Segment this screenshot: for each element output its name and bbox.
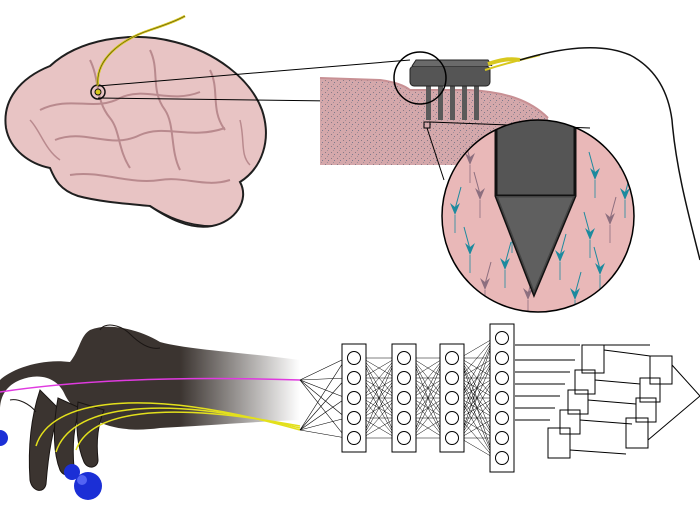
- network-edge: [299, 397, 347, 431]
- network-edge: [361, 357, 397, 419]
- network-edge: [361, 397, 397, 439]
- network-node: [495, 411, 509, 425]
- tendon-magenta: [0, 377, 301, 393]
- network-edge: [411, 357, 445, 399]
- network-edge: [459, 337, 495, 439]
- recurrent-block: [567, 389, 589, 415]
- network-node: [397, 351, 411, 365]
- network-node: [445, 411, 459, 425]
- network-edge: [299, 377, 347, 431]
- network-node: [347, 391, 361, 405]
- recurrent-block: [635, 397, 657, 423]
- network-edge: [411, 357, 445, 419]
- network-edge: [459, 337, 495, 379]
- neuron-dendrite: [583, 211, 591, 235]
- network-edge: [459, 337, 495, 359]
- network-edge: [459, 417, 495, 439]
- network-edge: [459, 357, 495, 439]
- network-edge: [299, 379, 347, 399]
- network-edge: [459, 397, 495, 439]
- recurrent-block: [581, 344, 605, 374]
- network-edge: [361, 417, 397, 439]
- neuron-dendrite: [593, 246, 601, 270]
- network-edges: [299, 337, 495, 459]
- brain-illustration: [4, 14, 267, 228]
- neuron-dendrite: [473, 171, 481, 195]
- network-edge: [411, 417, 445, 439]
- neuron-dendrite: [619, 121, 627, 145]
- network-edge: [299, 417, 347, 431]
- network-node: [495, 431, 509, 445]
- network-node: [347, 431, 361, 445]
- neuron-dendrite: [504, 241, 512, 265]
- neuron-dendrite: [484, 261, 492, 285]
- network-node: [495, 371, 509, 385]
- network-node: [445, 351, 459, 365]
- microelectrode-array: [409, 65, 491, 87]
- neuron-dendrite: [574, 271, 582, 295]
- network-node: [397, 371, 411, 385]
- neuron-dendrite: [463, 226, 471, 250]
- network-edge: [361, 377, 397, 439]
- neuron-zoom: [441, 119, 635, 313]
- network-edge: [411, 397, 445, 439]
- network-edge: [459, 337, 495, 399]
- network-node: [347, 411, 361, 425]
- network-edge: [299, 357, 347, 431]
- network-edge: [299, 379, 347, 439]
- neuron-dendrite: [454, 186, 462, 210]
- network-node: [347, 351, 361, 365]
- network-edge: [411, 357, 445, 379]
- network-edge: [361, 357, 397, 379]
- network-edge: [411, 357, 445, 439]
- network-edge: [299, 377, 347, 381]
- network-node: [445, 431, 459, 445]
- recurrent-block: [547, 427, 571, 459]
- recurrent-block: [574, 369, 596, 395]
- neuron: [615, 138, 625, 150]
- network-node: [397, 431, 411, 445]
- network-node: [347, 371, 361, 385]
- network-node: [495, 391, 509, 405]
- network-layers: [341, 323, 515, 473]
- network-edge: [361, 357, 397, 439]
- neuron: [447, 268, 457, 280]
- network-node: [397, 391, 411, 405]
- network-edge: [459, 437, 495, 459]
- recurrent-block: [639, 377, 661, 403]
- brain-outline: [4, 36, 267, 228]
- network-node: [445, 371, 459, 385]
- neuron-dendrite: [588, 151, 596, 175]
- network-edge: [459, 337, 495, 419]
- recording-cable: [519, 46, 700, 261]
- network-edge: [299, 357, 347, 381]
- network-node: [495, 351, 509, 365]
- neural-network: [299, 323, 515, 473]
- network-node: [445, 391, 459, 405]
- network-node: [495, 331, 509, 345]
- recurrent-block: [649, 355, 673, 385]
- neuron-dendrite: [559, 233, 567, 257]
- recurrent-block: [625, 417, 649, 449]
- virtual-hand: [0, 324, 301, 500]
- network-edge: [299, 379, 347, 419]
- network-edge: [361, 357, 397, 399]
- network-edge: [459, 377, 495, 439]
- neuron-dendrite: [609, 196, 617, 220]
- network-edge: [299, 429, 347, 439]
- recurrent-decoder: [515, 344, 700, 459]
- network-node: [495, 451, 509, 465]
- network-node: [397, 411, 411, 425]
- network-edge: [411, 377, 445, 439]
